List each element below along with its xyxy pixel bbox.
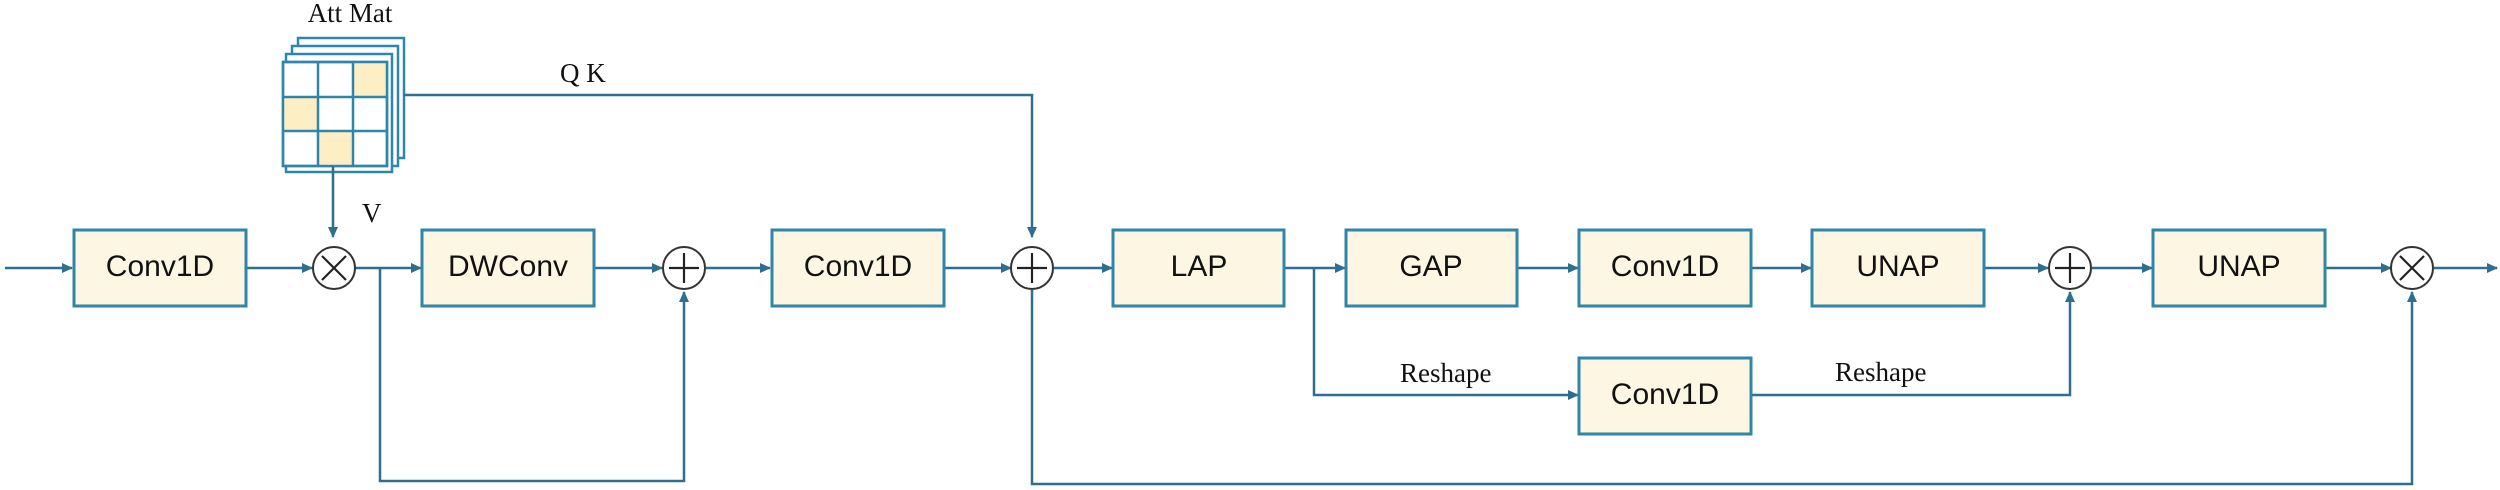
multiply-operator-1 <box>312 246 356 290</box>
attention-matrix-stack: Att Mat <box>281 0 406 174</box>
block-label: DWConv <box>448 250 568 283</box>
lap-block: LAP <box>1111 228 1286 308</box>
unap-block-1: UNAP <box>1810 228 1986 308</box>
block-label: GAP <box>1399 250 1462 283</box>
reshape-branch-in <box>1312 268 1579 400</box>
v-label: V <box>362 198 382 228</box>
attention-matrix-front <box>281 60 389 168</box>
att-mat-label: Att Mat <box>308 0 393 28</box>
block-label: LAP <box>1171 250 1228 283</box>
multiply-operator-2 <box>2390 246 2434 290</box>
matrix-cell-highlight <box>318 131 353 166</box>
matrix-cell-highlight <box>283 97 318 131</box>
conv1d-block-3: Conv1D <box>1577 228 1753 308</box>
matrix-cell-highlight <box>353 62 387 97</box>
block-label: Conv1D <box>1611 250 1719 283</box>
conv1d-block-2: Conv1D <box>770 228 946 308</box>
gap-block: GAP <box>1344 228 1519 308</box>
qk-connection <box>404 93 1037 238</box>
reshape-branch-out <box>1751 291 2075 397</box>
dwconv-block: DWConv <box>420 228 596 308</box>
add-operator-1 <box>662 246 706 290</box>
add-operator-3 <box>2048 246 2092 290</box>
reshape-label-1: Reshape <box>1400 358 1491 388</box>
unap-block-2: UNAP <box>2151 228 2327 308</box>
block-label: Conv1D <box>1611 378 1719 411</box>
conv1d-block-4: Conv1D <box>1577 356 1753 436</box>
block-label: UNAP <box>2197 250 2280 283</box>
reshape-label-2: Reshape <box>1835 357 1926 387</box>
block-label: UNAP <box>1856 250 1939 283</box>
skip-dwconv <box>378 268 689 483</box>
skip-final <box>1030 290 2417 486</box>
block-label: Conv1D <box>804 250 912 283</box>
add-operator-2 <box>1010 246 1054 290</box>
block-label: Conv1D <box>106 250 214 283</box>
conv1d-block-1: Conv1D <box>72 228 248 308</box>
qk-label: Q K <box>560 58 606 88</box>
